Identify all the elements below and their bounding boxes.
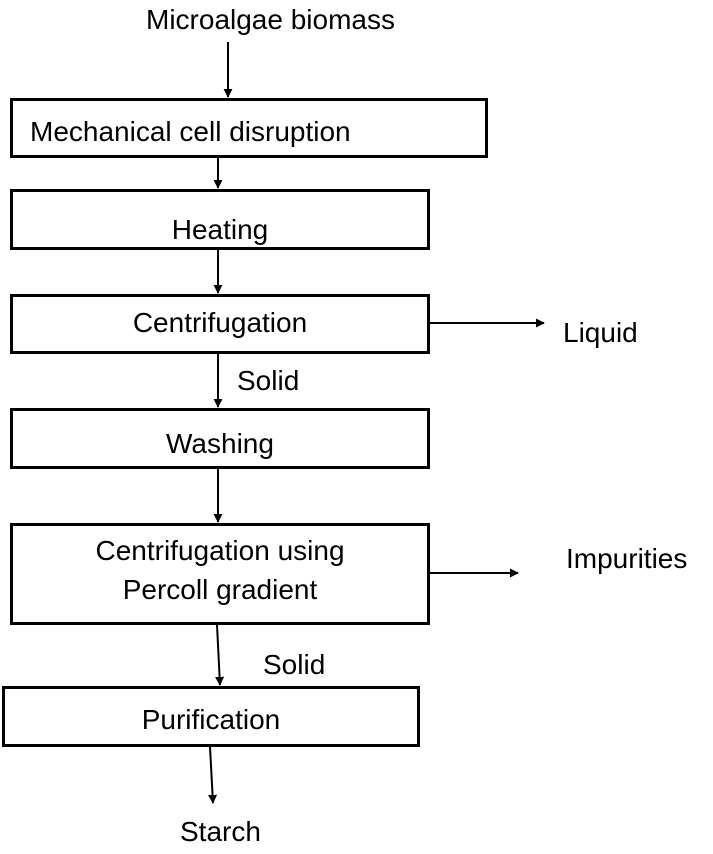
- solid-label-2: Solid: [263, 649, 326, 680]
- centrifugation-label: Centrifugation: [132, 307, 308, 338]
- percoll-box: Centrifugation using Percoll gradient: [10, 523, 430, 625]
- washing-box: Washing: [10, 408, 430, 469]
- disruption-label: Mechanical cell disruption: [30, 116, 351, 147]
- purification-box: Purification: [2, 686, 420, 747]
- arrow-purification-to-starch: [208, 746, 218, 804]
- impurities-label: Impurities: [566, 543, 688, 574]
- solid-label-1: Solid: [237, 365, 300, 396]
- output-label: Starch: [180, 816, 261, 847]
- arrow-percoll-to-purification: [215, 624, 225, 686]
- heating-label: Heating: [171, 214, 269, 245]
- disruption-box: Mechanical cell disruption: [10, 98, 488, 158]
- liquid-label: Liquid: [563, 317, 638, 348]
- percoll-label-line2: Percoll gradient: [122, 574, 318, 605]
- percoll-label-line1: Centrifugation using: [95, 535, 345, 566]
- heating-box: Heating: [10, 189, 430, 250]
- input-label: Microalgae biomass: [146, 4, 395, 35]
- purification-label: Purification: [141, 704, 281, 735]
- centrifugation-box: Centrifugation: [10, 294, 430, 354]
- washing-label: Washing: [166, 428, 274, 459]
